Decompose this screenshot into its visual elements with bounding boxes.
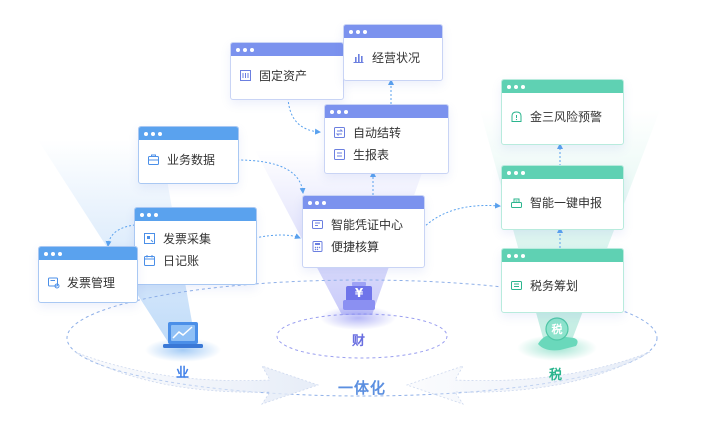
- submit-icon: [511, 198, 522, 208]
- voucher-icon: [312, 219, 323, 229]
- text-rijizhang: 日记账: [163, 253, 200, 268]
- row-zidong-jiezhuan: 自动结转: [333, 121, 440, 143]
- card-zhineng-shenbao: 智能一键申报: [501, 165, 624, 230]
- row-fapiao-caiji: 发票采集: [143, 227, 248, 249]
- outer-orbit: [66, 279, 658, 397]
- row-jingying-zhuangkuang: 经营状况: [352, 46, 434, 68]
- glow-cai: [320, 306, 396, 330]
- row-bianjie-hesuan: 便捷核算: [311, 235, 416, 257]
- inner-orbit: [276, 313, 448, 359]
- label-shui: 税: [549, 368, 563, 383]
- conn-rijizhang-pingzheng: [254, 233, 301, 239]
- text-zhineng-shenbao: 智能一键申报: [530, 195, 603, 210]
- beam-ye: [38, 140, 196, 345]
- row-zhineng-pingzheng: 智能凭证中心: [311, 213, 416, 235]
- label-ye: 业: [176, 366, 190, 381]
- bar-chart-icon: [353, 53, 364, 63]
- text-sheng-baobiao: 生报表: [353, 147, 390, 162]
- card-jiezhuan: 自动结转 生报表: [324, 104, 449, 174]
- card-pingzheng: 智能凭证中心 便捷核算: [302, 195, 425, 268]
- row-rijizhang: 日记账: [143, 249, 248, 271]
- conn-pingzheng-shenbao: [422, 202, 501, 229]
- card-guding-zichan: 固定资产: [230, 42, 344, 100]
- shui-badge-text: 税: [551, 323, 563, 336]
- glow-ye: [145, 338, 221, 362]
- conn-guding-jiezhuan: [287, 97, 321, 135]
- label-yitihua: 一体化: [338, 379, 387, 397]
- scan-icon: [144, 232, 155, 244]
- calculator-icon: [312, 240, 323, 252]
- row-shuiwu-chouhua: 税务筹划: [510, 274, 615, 296]
- hand-tax-icon: [538, 317, 578, 351]
- plan-icon: [511, 280, 522, 290]
- card-yewu-shuju: 业务数据: [138, 126, 239, 184]
- arrow-right: [405, 351, 651, 405]
- card-jingying-zhuangkuang: 经营状况: [343, 24, 443, 81]
- card-jinsan-fengxian: 金三风险预警: [501, 79, 624, 145]
- transfer-icon: [334, 126, 345, 138]
- row-guding-zichan: 固定资产: [239, 64, 335, 86]
- text-fapiao-caiji: 发票采集: [163, 231, 212, 246]
- report-icon: [334, 148, 345, 160]
- row-yewu-shuju: 业务数据: [147, 148, 230, 170]
- row-sheng-baobiao: 生报表: [333, 143, 440, 165]
- row-jinsan-fengxian: 金三风险预警: [510, 105, 615, 127]
- card-fapiao-caiji: 发票采集 日记账: [134, 207, 257, 285]
- card-shuiwu-chouhua: 税务筹划: [501, 248, 624, 313]
- yuan-symbol: ¥: [354, 286, 364, 300]
- alert-icon: [511, 110, 522, 122]
- text-bianjie-hesuan: 便捷核算: [331, 239, 380, 254]
- money-stack-icon: [343, 282, 375, 310]
- row-zhineng-shenbao: 智能一键申报: [510, 191, 615, 213]
- row-fapiao-guanli: 发票管理: [47, 271, 129, 293]
- card-fapiao-guanli: 发票管理: [38, 246, 138, 303]
- text-yewu-shuju: 业务数据: [167, 152, 216, 167]
- building-icon: [240, 69, 251, 81]
- laptop-chart-icon: [163, 322, 203, 348]
- text-jingying-zhuangkuang: 经营状况: [372, 50, 421, 65]
- text-fapiao-guanli: 发票管理: [67, 275, 116, 290]
- label-cai: 财: [352, 334, 366, 349]
- text-shuiwu-chouhua: 税务筹划: [530, 278, 579, 293]
- text-zhineng-pingzheng: 智能凭证中心: [331, 217, 404, 232]
- text-jinsan-fengxian: 金三风险预警: [530, 109, 603, 124]
- text-guding-zichan: 固定资产: [259, 68, 308, 83]
- invoice-manage-icon: [48, 277, 60, 288]
- conn-caiji-guanli: [105, 224, 136, 247]
- conn-yewu-pingzheng: [236, 159, 306, 194]
- briefcase-icon: [148, 154, 159, 165]
- text-zidong-jiezhuan: 自动结转: [353, 125, 402, 140]
- calendar-icon: [144, 254, 155, 266]
- arrow-left: [74, 351, 320, 405]
